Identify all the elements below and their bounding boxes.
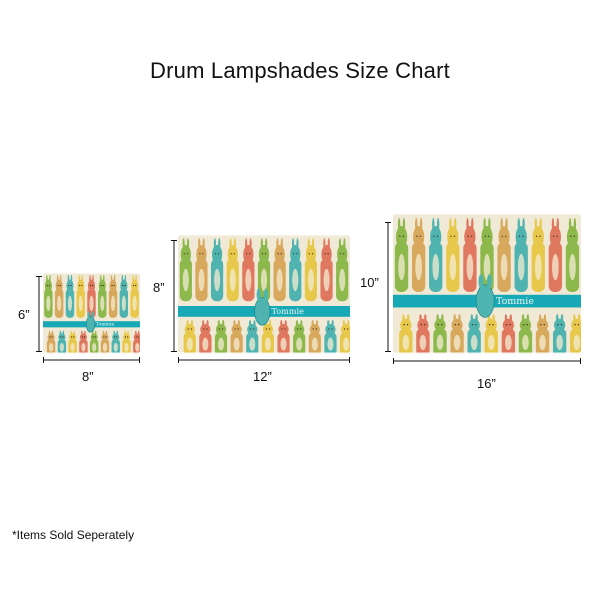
bunny-figure	[514, 217, 528, 292]
page-title: Drum Lampshades Size Chart	[150, 58, 450, 83]
bunny-figure	[339, 320, 350, 354]
lampshade-pattern: Tommie	[393, 213, 581, 354]
items-sold-separately-note: *Items Sold Seperately	[12, 528, 135, 542]
bunny-figure	[484, 314, 498, 354]
bunny-figure	[57, 330, 67, 354]
bunny-figure	[273, 238, 286, 302]
center-bunny	[254, 288, 271, 326]
width-bracket-medium	[178, 357, 350, 363]
bunny-figure	[76, 274, 85, 318]
bunny-figure	[65, 274, 75, 318]
width-label-medium: 12”	[253, 369, 272, 384]
bunny-figure	[46, 330, 56, 354]
width-bracket-large	[393, 358, 581, 364]
height-label-small: 6”	[18, 307, 30, 322]
bunny-figure	[54, 274, 64, 318]
bunny-figure	[261, 320, 275, 354]
lampshade-pattern: Tommie	[43, 272, 140, 354]
bunny-figure	[89, 330, 99, 354]
bunny-figure	[179, 238, 192, 302]
bunny-figure	[336, 238, 349, 302]
bunny-figure	[293, 320, 306, 354]
lampshade-medium: Tommie	[178, 234, 350, 354]
bunny-figure	[535, 314, 550, 354]
lampshade-large: Tommie	[393, 213, 581, 354]
height-bracket-large	[385, 222, 391, 352]
height-label-medium: 8”	[153, 280, 165, 295]
personalized-name-text: Tommie	[96, 322, 115, 328]
bunny-figure	[210, 238, 224, 302]
bunny-figure	[324, 320, 337, 354]
bunny-figure	[394, 217, 409, 292]
bunny-figure	[68, 330, 77, 354]
bunny-figure	[214, 320, 228, 354]
lampshade-small: Tommie	[43, 272, 140, 354]
bunny-figure	[230, 320, 243, 354]
bunny-figure	[304, 238, 318, 302]
height-label-large: 10”	[360, 275, 379, 290]
bunny-figure	[130, 274, 139, 318]
bunny-figure	[463, 217, 477, 292]
bunny-figure	[518, 314, 533, 354]
bunny-figure	[183, 320, 196, 354]
bunny-figure	[308, 320, 321, 354]
bunny-figure	[570, 314, 581, 354]
height-bracket-medium	[171, 240, 177, 352]
bunny-figure	[242, 238, 255, 302]
bunny-figure	[548, 217, 563, 292]
personalized-name-text: Tommie	[272, 306, 305, 316]
bunny-figure	[98, 274, 107, 318]
bunny-figure	[119, 274, 129, 318]
personalized-name-text: Tommie	[496, 296, 534, 307]
bunny-figure	[199, 320, 212, 354]
height-bracket-small	[36, 276, 42, 352]
bunny-figure	[450, 314, 464, 354]
bunny-figure	[226, 238, 239, 302]
bunny-figure	[320, 238, 333, 302]
center-bunny	[85, 311, 96, 333]
bunny-figure	[246, 320, 259, 354]
bunny-figure	[467, 314, 481, 354]
width-label-small: 8”	[82, 369, 94, 384]
bunny-figure	[108, 274, 118, 318]
bunny-figure	[195, 238, 208, 302]
bunny-figure	[79, 330, 88, 354]
width-bracket-small	[43, 357, 140, 363]
bunny-figure	[497, 217, 511, 292]
bunny-figure	[416, 314, 430, 354]
bunny-figure	[565, 217, 580, 292]
bunny-figure	[122, 330, 131, 354]
bunny-figure	[399, 314, 413, 354]
bunny-figure	[531, 217, 545, 292]
bunny-figure	[501, 314, 516, 354]
bunny-figure	[133, 330, 140, 354]
bunny-figure	[411, 217, 426, 292]
bunny-figure	[87, 274, 96, 318]
bunny-figure	[111, 330, 120, 354]
bunny-figure	[433, 314, 447, 354]
width-label-large: 16”	[477, 376, 496, 391]
center-bunny	[475, 274, 495, 318]
bunny-figure	[429, 217, 443, 292]
bunny-figure	[289, 238, 302, 302]
bunny-figure	[44, 274, 53, 318]
bunny-figure	[446, 217, 460, 292]
lampshade-pattern: Tommie	[178, 234, 350, 354]
bunny-figure	[277, 320, 290, 354]
bunny-figure	[100, 330, 110, 354]
bunny-figure	[552, 314, 567, 354]
